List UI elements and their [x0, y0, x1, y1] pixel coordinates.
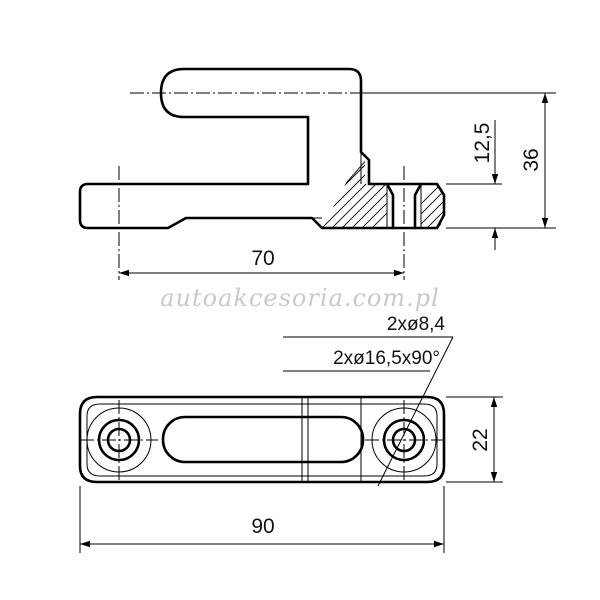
dim-22-label: 22	[469, 428, 492, 451]
top-view: 2xø8,4 2xø16,5x90° 22 90	[78, 314, 503, 553]
dim-70-label: 70	[251, 247, 274, 270]
side-view: 36 12,5 70	[78, 67, 556, 280]
dim-90-label: 90	[251, 515, 274, 538]
leader-diagonal	[377, 336, 454, 487]
note-hole-label: 2xø8,4	[387, 314, 446, 335]
watermark-text: autoakcesoria.com.pl	[160, 284, 440, 312]
note-countersink-label: 2xø16,5x90°	[333, 348, 440, 369]
side-countersink-outline	[385, 182, 423, 230]
dim-12-5-label: 12,5	[471, 123, 494, 164]
side-section-hatch-right	[421, 186, 444, 227]
top-body-outline	[78, 395, 446, 484]
top-inner-chamfer	[86, 403, 438, 477]
dim-36-label: 36	[520, 148, 543, 171]
side-body-outline	[78, 67, 446, 230]
top-center-slot	[161, 415, 365, 464]
